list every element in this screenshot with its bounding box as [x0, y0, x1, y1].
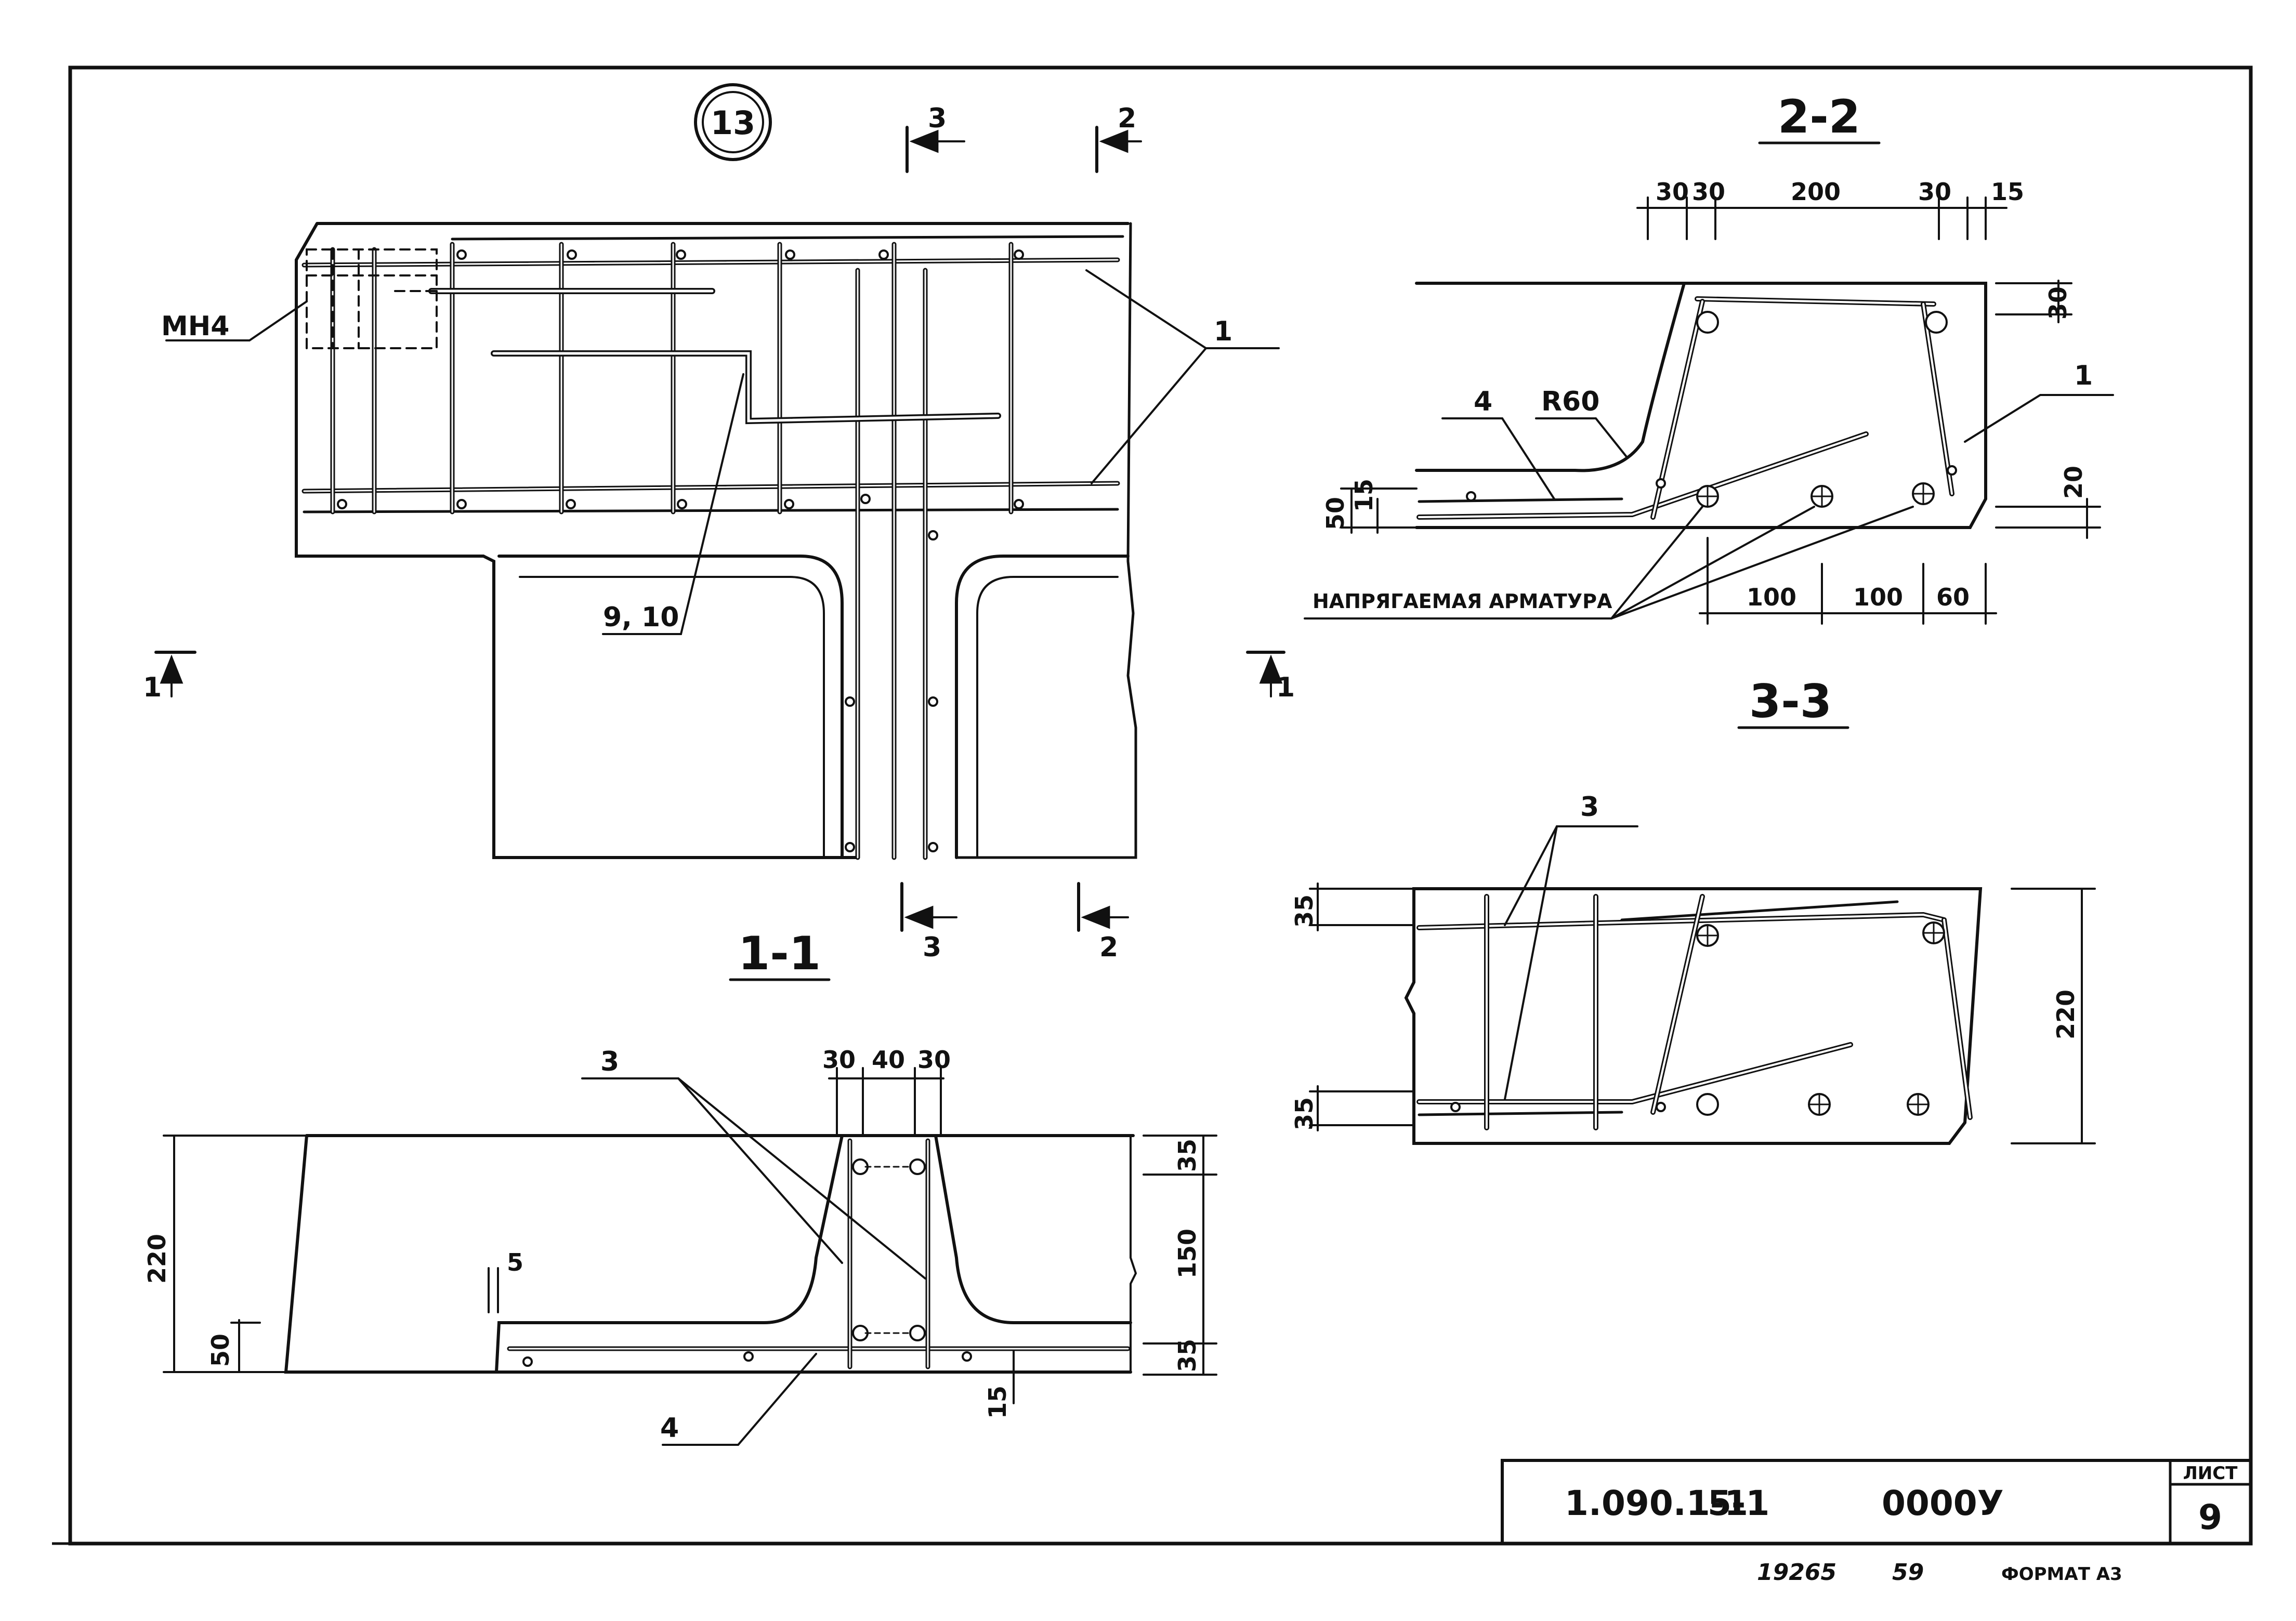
dim-20-s22: 20	[2059, 466, 2088, 499]
dim-200-s22: 200	[1791, 178, 1841, 206]
cut-2-bottom: 2	[1099, 932, 1118, 963]
section-3-3	[1309, 726, 2096, 1145]
footer-mid: 59	[1892, 1559, 1924, 1586]
dim-30-right-s22: 30	[2044, 286, 2072, 320]
dim-30-2-s22: 30	[1692, 178, 1725, 206]
section-2-2-labels: 2-2 30 30 200 30 15 30 20 50 15 100 100 …	[1313, 90, 2093, 613]
dim-15-left-s22: 15	[1350, 479, 1378, 512]
section-2-2	[1304, 141, 2114, 625]
plan-labels: 13 МН4 1 9, 10 3 2 3 2 1 1	[143, 103, 1295, 963]
title-block: 1.090.1-1 5-1 0000У ЛИСТ 9 19265 59 ФОРМ…	[1501, 1459, 2252, 1586]
label-4-s22: 4	[1474, 386, 1492, 417]
dim-100b-s22: 100	[1853, 583, 1903, 611]
section-3-3-title: 3-3	[1749, 675, 1832, 728]
plan-view	[154, 83, 1285, 932]
dim-35-bottom-s33: 35	[1290, 1097, 1318, 1130]
cut-3-bottom: 3	[923, 932, 941, 963]
cut-3-top: 3	[928, 103, 947, 134]
section-1-1	[163, 978, 1217, 1446]
dim-35-top-s33: 35	[1290, 894, 1318, 928]
dim-150-s11: 150	[1173, 1229, 1201, 1279]
sheet-frame	[52, 65, 2253, 1546]
label-r60-s22: R60	[1541, 386, 1599, 417]
dim-5-s11: 5	[507, 1248, 523, 1276]
dim-100a-s22: 100	[1747, 583, 1796, 611]
dim-220-s33: 220	[2052, 990, 2080, 1039]
label-prestressed-s22: НАПРЯГАЕМАЯ АРМАТУРА	[1313, 590, 1612, 613]
cut-2-top: 2	[1118, 103, 1136, 134]
dim-30a-s11: 30	[822, 1046, 856, 1074]
format-label: ФОРМАТ А3	[2001, 1564, 2122, 1585]
section-2-2-title: 2-2	[1778, 90, 1860, 143]
title-code-3: 0000У	[1882, 1483, 2004, 1523]
dim-35-top-s11: 35	[1173, 1139, 1201, 1172]
section-3-3-labels: 3-3 3 35 35 220	[1290, 675, 2080, 1130]
dim-50-s22: 50	[1321, 497, 1349, 530]
title-code-2: 5-1	[1708, 1483, 1769, 1523]
dim-30-1-s22: 30	[1656, 178, 1689, 206]
dim-15-s11: 15	[983, 1386, 1012, 1419]
dim-50-s11: 50	[206, 1334, 234, 1367]
footer-left: 19265	[1757, 1559, 1836, 1586]
detail-circle	[694, 83, 772, 161]
dim-30-3-s22: 30	[1918, 178, 1951, 206]
dim-15-top-s22: 15	[1991, 178, 2024, 206]
dim-30b-s11: 30	[917, 1046, 951, 1074]
sheet-number: 9	[2198, 1497, 2222, 1537]
section-1-1-labels: 1-1 3 4 30 40 30 220 50 5 35 150 35 15	[143, 927, 1201, 1444]
label-bar-9-10: 9, 10	[603, 602, 679, 633]
label-mn4: МН4	[161, 311, 229, 342]
dim-220-s11: 220	[143, 1234, 171, 1284]
sheet-label: ЛИСТ	[2183, 1463, 2238, 1484]
title-code-1: 1.090.1-1	[1565, 1483, 1748, 1523]
label-3-s11: 3	[600, 1046, 619, 1077]
dim-35-bottom-s11: 35	[1173, 1339, 1201, 1372]
dim-60-s22: 60	[1936, 583, 1970, 611]
label-1-s22: 1	[2074, 360, 2093, 391]
cut-1-left: 1	[143, 672, 162, 703]
dim-40-s11: 40	[872, 1046, 905, 1074]
section-1-1-title: 1-1	[738, 927, 821, 980]
label-bar-1: 1	[1214, 316, 1232, 347]
detail-number: 13	[711, 104, 755, 142]
label-4-s11: 4	[660, 1413, 679, 1444]
cut-1-right: 1	[1276, 672, 1295, 703]
label-3-s33: 3	[1580, 792, 1599, 823]
